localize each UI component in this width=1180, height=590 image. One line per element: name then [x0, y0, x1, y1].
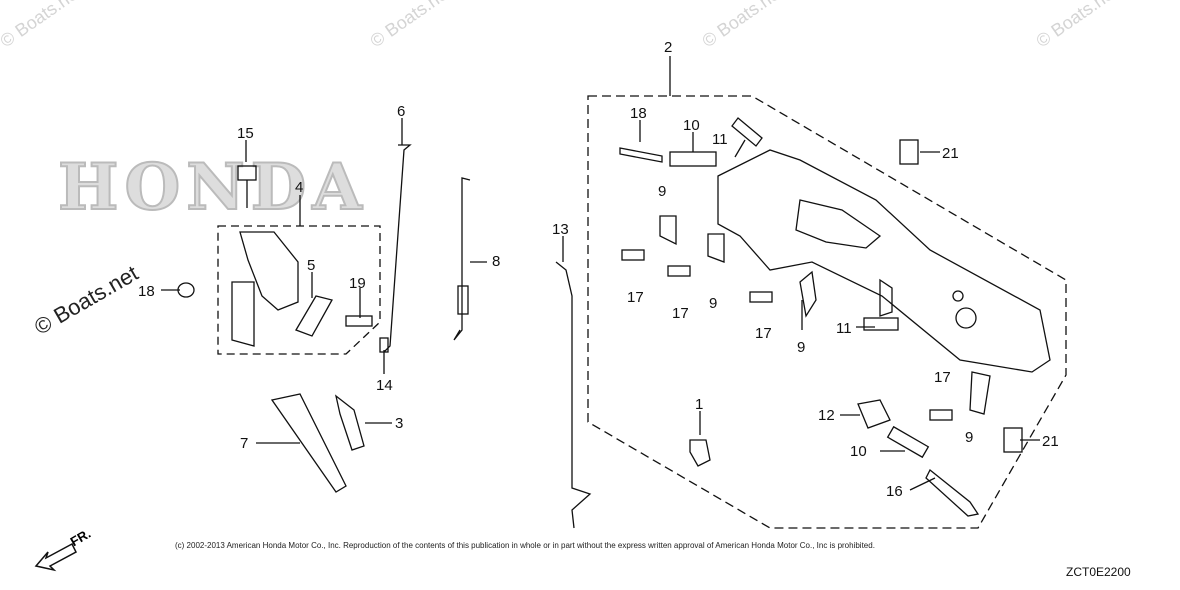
callout-17d: 17 [934, 369, 951, 386]
part-12 [857, 399, 891, 429]
brand-watermark: HONDA [57, 149, 368, 226]
spring-3 [334, 394, 365, 451]
clamp-9c [799, 270, 817, 318]
spring-10 [669, 151, 717, 167]
copyright-notice: (c) 2002-2013 American Honda Motor Co., … [175, 541, 875, 550]
callout-3: 3 [395, 415, 403, 432]
plate-5 [295, 295, 333, 337]
clamp-9e [969, 371, 991, 415]
callout-16: 16 [886, 483, 903, 500]
bolt-21-upper [899, 139, 919, 165]
spring-8 [453, 177, 471, 341]
clamp-9b [707, 233, 725, 263]
callout-9c: 9 [797, 339, 805, 356]
callout-19: 18 [138, 283, 155, 300]
callout-9d: 9 [965, 429, 973, 446]
assembly-boundary [587, 95, 1067, 529]
bolt-20 [345, 315, 373, 327]
governor-arm-4 [239, 231, 299, 311]
callout-9a: 9 [658, 183, 666, 200]
rod-13 [555, 261, 592, 529]
callout-8: 8 [492, 253, 500, 270]
clip-14 [379, 337, 389, 353]
callout-5: 5 [307, 257, 315, 274]
callout-1: 1 [695, 396, 703, 413]
callout-14: 14 [376, 377, 393, 394]
screw-17a [621, 249, 645, 261]
callout-6: 6 [397, 103, 405, 120]
clamp-9d [879, 278, 893, 317]
callout-12: 12 [818, 407, 835, 424]
callout-20: 19 [349, 275, 366, 292]
rod-6 [383, 144, 412, 353]
bolt-15 [237, 165, 257, 181]
callout-21b: 21 [1042, 433, 1059, 450]
callout-10b: 10 [850, 443, 867, 460]
callout-11a: 11 [712, 131, 728, 148]
screw-17d [929, 409, 953, 421]
bolt-21-lower [1003, 427, 1023, 453]
spring-11-upper [731, 117, 763, 147]
callout-21a: 21 [942, 145, 959, 162]
diagram-id: ZCT0E2200 [1066, 565, 1131, 579]
clamp-9a [659, 215, 677, 246]
callout-11b: 11 [836, 320, 852, 337]
callout-2: 2 [664, 39, 672, 56]
callout-17a: 17 [627, 289, 644, 306]
callout-9b: 9 [709, 295, 717, 312]
callout-15: 15 [237, 125, 254, 142]
spring-10-lower [886, 425, 930, 459]
screw-17c [749, 291, 773, 303]
clip-1 [689, 439, 711, 467]
spring-11-lower [863, 317, 899, 331]
sub-assembly-boundary [217, 225, 381, 355]
screw-18 [619, 147, 663, 163]
callout-10a: 10 [683, 117, 700, 134]
callout-17c: 17 [755, 325, 772, 342]
callout-4: 4 [295, 179, 303, 196]
callout-18: 18 [630, 105, 647, 122]
spring-7 [270, 393, 347, 493]
control-base-2 [717, 149, 1051, 373]
callout-13: 13 [552, 221, 569, 238]
nut-19 [177, 282, 195, 298]
screw-17b [667, 265, 691, 277]
callout-7: 7 [240, 435, 248, 452]
front-direction-arrow [34, 542, 77, 572]
callout-17b: 17 [672, 305, 689, 322]
screw-16 [925, 468, 980, 517]
